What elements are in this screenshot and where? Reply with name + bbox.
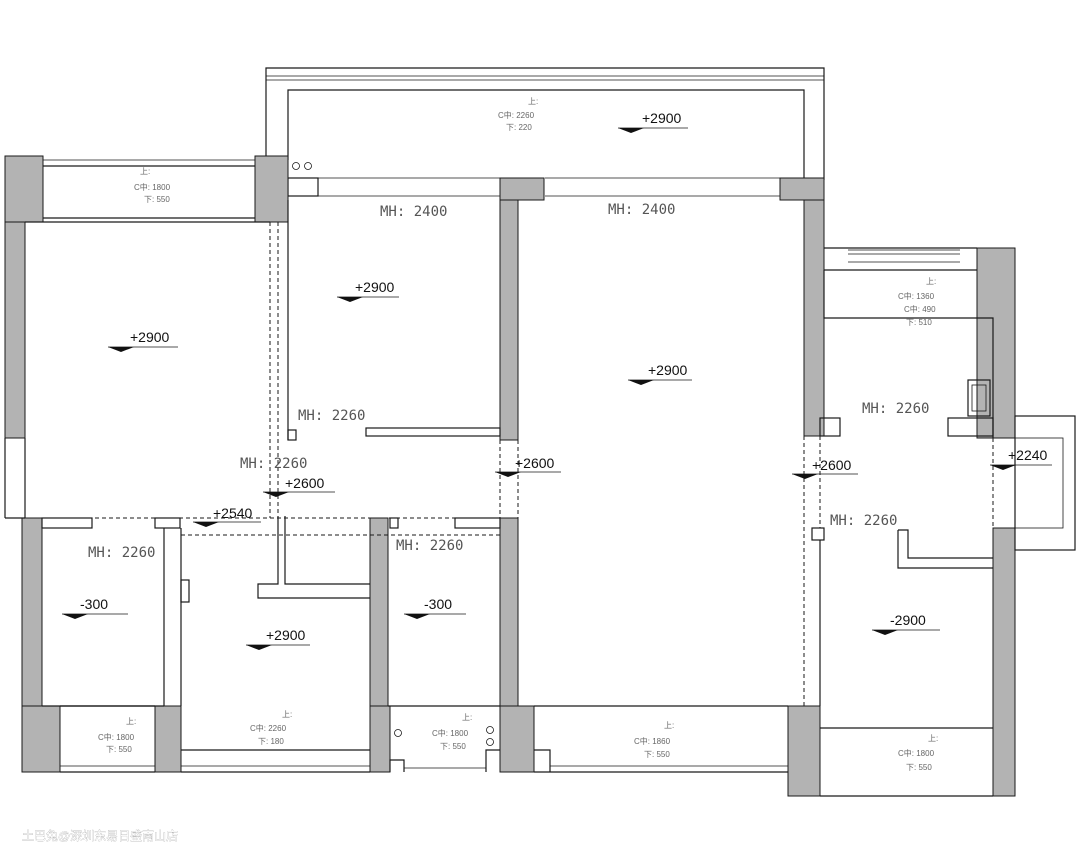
window-note-line: 下: 550 [106, 745, 132, 754]
window-note-bath-left: 上: C中: 1800 下: 550 [98, 717, 136, 754]
level-marker-door-study: +2600 [263, 475, 335, 497]
level-marker-door-living-left: +2600 [495, 455, 561, 477]
window-note-line: C中: 1800 [134, 182, 171, 192]
window-note-line: C中: 1800 [432, 728, 469, 738]
window-note-line: 下: 550 [644, 750, 670, 759]
level-label: +2900 [642, 110, 682, 126]
window-note-line: 下: 180 [258, 737, 284, 746]
level-label: +2240 [1008, 447, 1048, 463]
window-note-line: C中: 2260 [250, 723, 287, 733]
door-height-kitchen: MH: 2260 [862, 401, 929, 417]
level-label: +2600 [515, 455, 555, 471]
window-note-line: 上: [528, 97, 538, 106]
window-note-line: 上: [928, 734, 938, 743]
level-marker-balcony: +2900 [618, 110, 688, 133]
window-note-bath-mid: 上: C中: 1800 下: 550 [432, 713, 472, 751]
window-note-line: C中: 2260 [498, 110, 535, 120]
window-note-bedroom-mid: 上: C中: 2260 下: 180 [250, 710, 292, 746]
door-height-bath-left: MH: 2260 [88, 545, 155, 561]
wall-blocks [4, 155, 1016, 797]
window-note-line: 下: 510 [906, 318, 932, 327]
level-marker-bedroom-mid: +2900 [246, 627, 310, 650]
level-label: +2600 [285, 475, 325, 491]
window-note-bedroom-right: 上: C中: 1800 下: 550 [898, 734, 938, 772]
level-marker-corridor: +2540 [193, 505, 261, 527]
level-label: +2900 [648, 362, 688, 378]
window-note-line: 上: [664, 721, 674, 730]
window-note-line: 上: [282, 710, 292, 719]
level-label: -300 [424, 596, 452, 612]
interior-walls [4, 159, 1076, 797]
level-label: +2900 [266, 627, 306, 643]
level-label: +2900 [130, 329, 170, 345]
window-note-kitchen: 上: C中: 1360 C中: 490 下: 510 [898, 277, 936, 327]
level-label: -2900 [890, 612, 926, 628]
level-marker-study: +2900 [337, 279, 399, 302]
level-marker-bedroom-right: -2900 [872, 612, 940, 635]
window-note-living-bottom: 上: C中: 1860 下: 550 [634, 721, 674, 759]
watermark: 土巴兔@深圳东易日盛南山店 [22, 828, 178, 843]
door-height-balcony-study: MH: 2400 [380, 204, 447, 220]
balcony-outline [265, 67, 825, 197]
window-note-line: 下: 550 [906, 763, 932, 772]
window-note-line: 上: [126, 717, 136, 726]
window-note-line: 下: 220 [506, 123, 532, 132]
door-height-hall: MH: 2260 [240, 456, 307, 472]
window-note-line: 上: [926, 277, 936, 286]
window-note-line: C中: 1860 [634, 736, 671, 746]
level-marker-living: +2900 [628, 362, 692, 385]
level-label: +2600 [812, 457, 852, 473]
window-note-line: C中: 1800 [98, 732, 135, 742]
level-marker-bedroom-left: +2900 [108, 329, 178, 352]
window-note-line: 下: 550 [144, 195, 170, 204]
level-marker-entry: +2240 [990, 447, 1052, 470]
door-openings [25, 222, 994, 706]
door-height-balcony-living: MH: 2400 [608, 202, 675, 218]
door-height-study: MH: 2260 [298, 408, 365, 424]
door-height-labels: MH: 2400 MH: 2400 MH: 2260 MH: 2260 MH: … [88, 202, 929, 561]
level-label: +2540 [213, 505, 253, 521]
socket-symbols [292, 162, 494, 746]
door-height-bedroom-right: MH: 2260 [830, 513, 897, 529]
level-label: -300 [80, 596, 108, 612]
level-marker-bath-mid: -300 [404, 596, 466, 619]
window-note-balcony: 上: C中: 2260 下: 220 [498, 97, 538, 132]
level-marker-door-living-right: +2600 [792, 457, 858, 479]
window-note-line: C中: 1360 [898, 291, 935, 301]
window-note-line: 下: 550 [440, 742, 466, 751]
level-label: +2900 [355, 279, 395, 295]
window-note-line: 上: [462, 713, 472, 722]
door-height-bath-mid: MH: 2260 [396, 538, 463, 554]
window-note-line: C中: 490 [904, 304, 936, 314]
window-note-line: 上: [140, 167, 150, 176]
window-note-bedroom-left: 上: C中: 1800 下: 550 [134, 167, 171, 204]
level-marker-bath-left: -300 [62, 596, 128, 619]
window-note-line: C中: 1800 [898, 748, 935, 758]
